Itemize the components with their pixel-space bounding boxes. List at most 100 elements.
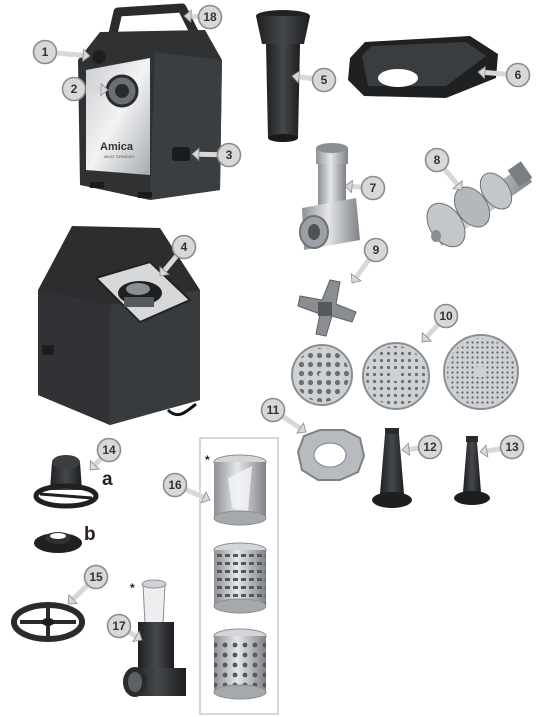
callout-1: 1 [32, 39, 91, 65]
callout-10: 10 [421, 303, 459, 343]
callout-badge [433, 303, 459, 329]
pusher-wheel [11, 602, 85, 642]
brand-subtitle: MEAT GRINDER [104, 154, 134, 159]
callout-arrow-head [89, 459, 101, 471]
callout-number: 12 [423, 440, 437, 454]
cross-blade [297, 279, 357, 337]
callout-number: 18 [203, 10, 217, 24]
plate-medium [362, 342, 430, 410]
callout-arrow-shaft [442, 167, 460, 187]
brand-logo: Amica [100, 141, 134, 153]
callout-badge [32, 39, 58, 65]
callout-15: 15 [67, 564, 109, 605]
plate-coarse [291, 344, 353, 406]
callout-6: 6 [477, 62, 531, 88]
callout-number: 11 [267, 403, 280, 417]
callout-4: 4 [159, 234, 197, 277]
callout-arrow-head [159, 265, 171, 277]
callout-badge [96, 437, 122, 463]
callout-arrow-shaft [354, 258, 371, 279]
callout-11: 11 [260, 397, 307, 434]
callout-arrow-head [132, 630, 143, 643]
callout-badge [424, 147, 450, 173]
motor-unit-front: Amica MEAT GRINDER [78, 3, 222, 200]
callout-arrow-shaft [281, 414, 302, 431]
callout-badge [499, 434, 525, 460]
callout-badge [106, 613, 132, 639]
callout-18: 18 [183, 4, 223, 30]
callout-13: 13 [479, 434, 525, 460]
callout-badge [83, 564, 109, 590]
optional-asterisk-17: * [130, 581, 135, 595]
callout-badge [311, 67, 337, 93]
shredding-drum-fine [213, 542, 267, 614]
callout-arrow-head [350, 272, 362, 284]
kebbe-attachment-cone [33, 455, 99, 509]
callout-arrow-shaft [93, 456, 103, 467]
callout-arrow-head [421, 331, 433, 343]
kebbe-attachment-ring [34, 532, 82, 553]
callout-arrow-shaft [351, 184, 362, 190]
callout-arrow-shaft [71, 583, 90, 601]
sausage-nozzle-large [372, 428, 412, 508]
callout-arrow-shaft [185, 487, 205, 500]
callout-badge [260, 397, 286, 423]
optional-asterisk-16: * [205, 453, 210, 467]
callout-14: 14 [89, 437, 122, 471]
callout-number: 8 [434, 153, 441, 167]
slicer-shredder: * [123, 579, 186, 697]
callout-number: 13 [505, 440, 519, 454]
callout-arrow-shaft [408, 445, 419, 452]
locking-ring [296, 429, 366, 481]
callout-number: 15 [89, 570, 103, 584]
callout-arrow-shaft [424, 323, 440, 339]
callout-badge [197, 4, 223, 30]
callout-arrow-shaft [298, 74, 313, 81]
food-tray [348, 36, 498, 98]
callout-12: 12 [401, 434, 443, 460]
grinder-head [299, 143, 360, 250]
callout-arrow-head [401, 442, 411, 457]
sausage-nozzle-small [454, 436, 490, 505]
callout-number: 2 [71, 82, 78, 96]
callout-arrow-head [200, 490, 211, 504]
callout-arrow-head [296, 422, 307, 434]
callout-number: 4 [181, 240, 188, 254]
callout-arrow-head [67, 593, 79, 605]
callout-5: 5 [291, 67, 337, 93]
callout-number: 16 [168, 478, 182, 492]
callout-3: 3 [191, 142, 242, 168]
slicing-drum [213, 454, 267, 526]
callout-number: 7 [370, 181, 377, 195]
callout-7: 7 [344, 175, 386, 201]
callout-arrow-shaft [486, 446, 501, 454]
callout-badge [505, 62, 531, 88]
callout-arrow-shaft [56, 50, 84, 58]
callout-number: 5 [321, 73, 328, 87]
callout-badge [162, 472, 188, 498]
carry-handle [107, 3, 201, 40]
callout-number: 10 [439, 309, 453, 323]
label-a: a [102, 469, 113, 490]
drum-accessories-panel [199, 437, 279, 715]
grinding-plates [291, 334, 519, 410]
callout-arrow-head [344, 179, 353, 194]
callout-arrow-head [82, 48, 91, 63]
callout-arrow-head [183, 9, 192, 24]
callout-badge [360, 175, 386, 201]
motor-unit-open [38, 226, 200, 425]
power-switch [172, 147, 190, 161]
callout-badge [216, 142, 242, 168]
callout-arrow-head [100, 82, 109, 97]
auger-screw [426, 161, 533, 248]
plate-fine [443, 334, 519, 410]
callout-arrow-head [477, 65, 486, 80]
callout-number: 9 [373, 243, 380, 257]
callout-arrow-head [451, 179, 463, 191]
callout-number: 14 [102, 443, 116, 457]
callout-badge [61, 76, 87, 102]
callout-number: 6 [515, 68, 522, 82]
